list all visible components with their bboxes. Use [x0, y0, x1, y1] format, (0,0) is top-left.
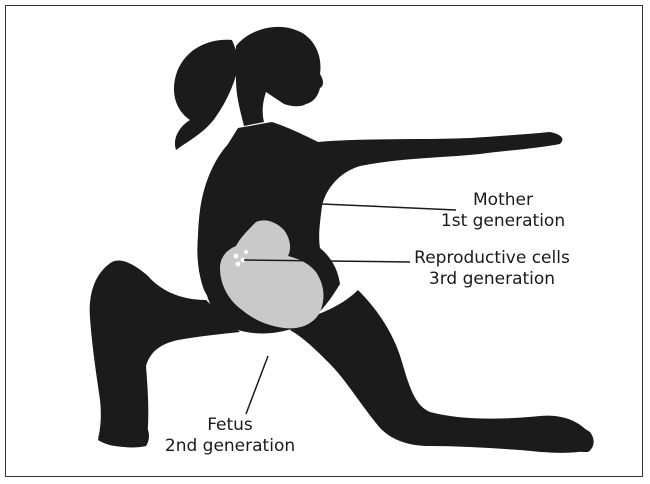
mother-label-line2: 1st generation	[428, 211, 578, 232]
reproductive-cells-label-line1: Reproductive cells	[402, 248, 582, 269]
leader-line-fetus	[246, 356, 268, 414]
mother-label-line1: Mother	[428, 190, 578, 211]
fetus-label-line1: Fetus	[160, 415, 300, 436]
reproductive-cells-label-line2: 3rd generation	[402, 269, 582, 290]
reproductive-cells-label: Reproductive cells 3rd generation	[402, 248, 582, 290]
fetus-label: Fetus 2nd generation	[160, 415, 300, 457]
ponytail	[174, 40, 240, 150]
mother-label: Mother 1st generation	[428, 190, 578, 232]
fetus-label-line2: 2nd generation	[160, 436, 300, 457]
front-foot	[540, 416, 594, 452]
head-hair	[236, 27, 323, 126]
